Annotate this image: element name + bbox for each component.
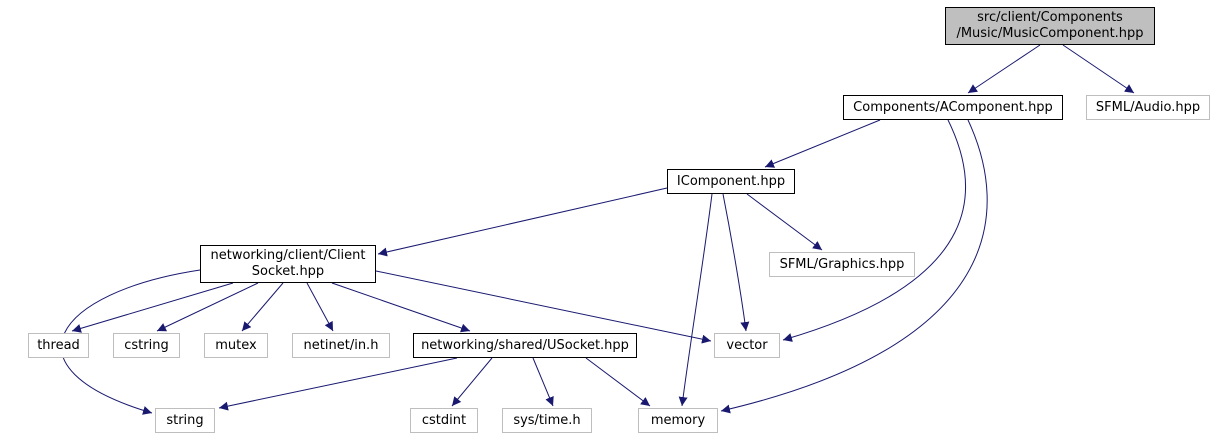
node-acomponent[interactable]: Components/AComponent.hpp xyxy=(843,95,1063,120)
node-label-cstring: cstring xyxy=(124,337,169,353)
node-string: string xyxy=(155,408,215,433)
node-memory: memory xyxy=(638,408,718,433)
node-sfml-audio: SFML/Audio.hpp xyxy=(1086,95,1210,120)
node-label-musiccomponent: src/client/Components /Music/MusicCompon… xyxy=(956,10,1144,41)
edge-acomponent-icomponent xyxy=(764,119,881,168)
node-label-mutex: mutex xyxy=(215,337,257,353)
edge-usocket-cstdint xyxy=(451,357,493,407)
node-label-sys-time: sys/time.h xyxy=(513,412,581,428)
node-label-vector: vector xyxy=(726,337,768,353)
edge-clientsocket-mutex xyxy=(241,282,284,332)
edge-music-audio xyxy=(1062,44,1135,94)
node-label-acomponent: Components/AComponent.hpp xyxy=(853,99,1053,115)
edge-clientsocket-vector xyxy=(375,270,712,344)
node-netinet: netinet/in.h xyxy=(292,333,390,358)
node-icomponent[interactable]: IComponent.hpp xyxy=(667,169,795,194)
node-clientsocket[interactable]: networking/client/Client Socket.hpp xyxy=(200,245,376,283)
edge-icomponent-memory xyxy=(678,193,713,407)
node-mutex: mutex xyxy=(204,333,268,358)
node-label-cstdint: cstdint xyxy=(421,412,467,428)
node-cstdint: cstdint xyxy=(410,408,478,433)
edge-clientsocket-usocket xyxy=(331,282,471,333)
edge-icomponent-vector xyxy=(722,193,750,332)
node-label-usocket: networking/shared/USocket.hpp xyxy=(421,337,629,353)
node-cstring: cstring xyxy=(113,333,180,358)
node-label-memory: memory xyxy=(650,412,706,428)
node-musiccomponent: src/client/Components /Music/MusicCompon… xyxy=(945,7,1155,45)
edge-acomponent-vector xyxy=(782,119,967,342)
edge-icomponent-graphics xyxy=(746,193,823,251)
node-label-string: string xyxy=(166,412,204,428)
edge-usocket-memory xyxy=(585,357,651,407)
node-label-clientsocket: networking/client/Client Socket.hpp xyxy=(210,248,366,279)
node-usocket[interactable]: networking/shared/USocket.hpp xyxy=(413,333,637,358)
node-label-netinet: netinet/in.h xyxy=(303,337,379,353)
node-vector: vector xyxy=(714,333,780,358)
node-label-thread: thread xyxy=(37,337,80,353)
edge-usocket-systime xyxy=(532,357,554,407)
node-sfml-graphics: SFML/Graphics.hpp xyxy=(769,252,915,277)
edge-clientsocket-cstring xyxy=(156,282,259,332)
edge-clientsocket-netinet xyxy=(306,282,334,332)
edge-icomponent-clientsocket xyxy=(377,187,668,257)
edge-usocket-string xyxy=(218,357,458,411)
node-label-sfml-graphics: SFML/Graphics.hpp xyxy=(779,256,905,272)
edge-music-acomponent xyxy=(967,44,1041,94)
node-sys-time: sys/time.h xyxy=(502,408,592,433)
node-label-sfml-audio: SFML/Audio.hpp xyxy=(1095,99,1201,115)
edge-clientsocket-thread xyxy=(71,282,234,333)
node-label-icomponent: IComponent.hpp xyxy=(676,173,786,189)
node-thread: thread xyxy=(28,333,89,358)
